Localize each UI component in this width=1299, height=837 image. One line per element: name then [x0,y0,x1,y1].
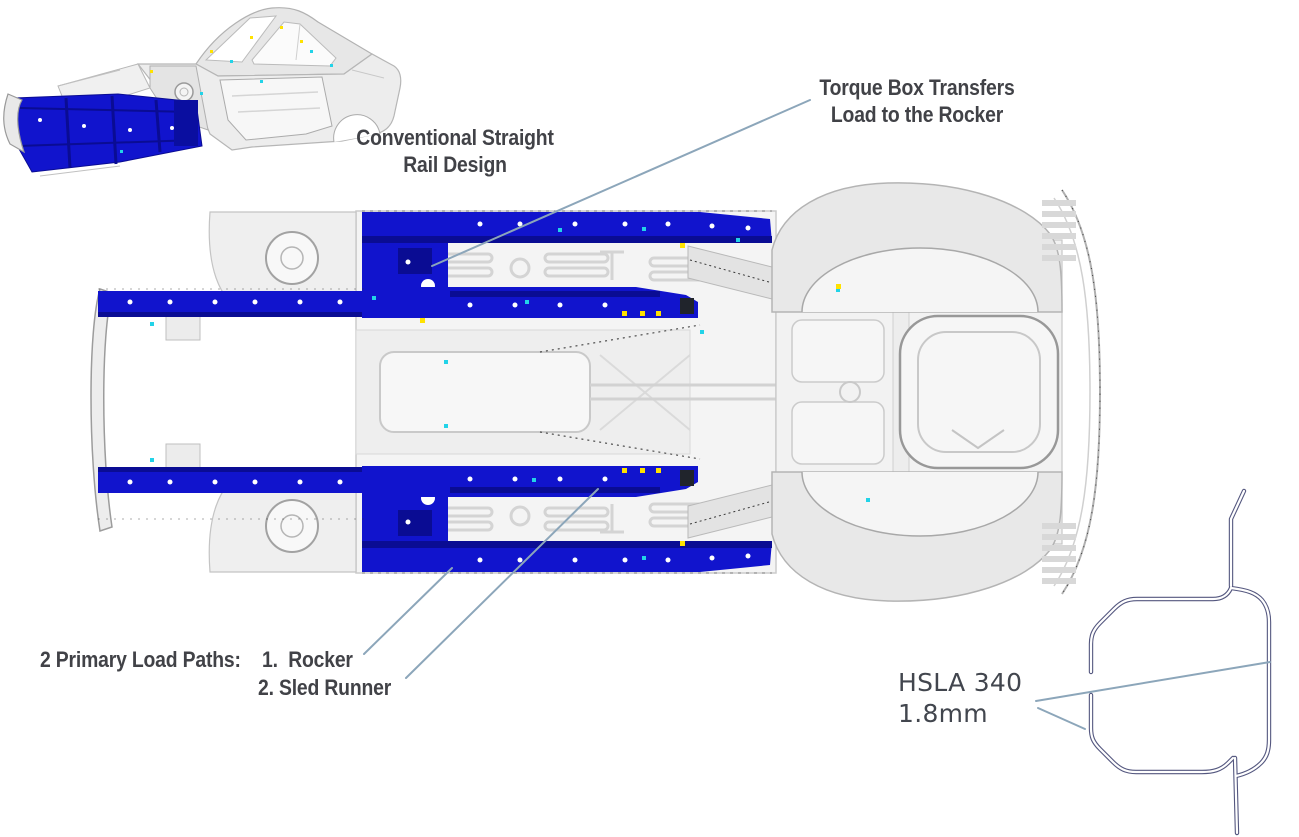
torque-box-leader-line [431,99,811,267]
material-grade: HSLA 340 [898,668,1023,697]
load-paths-heading: 2 Primary Load Paths: [40,647,241,672]
material-callout: HSLA 340 1.8mm [898,667,1022,729]
weld-dots-inset [120,26,333,153]
material-thickness: 1.8mm [898,699,988,728]
rear-fascia [1042,189,1102,595]
load-paths-item-rocker: 1. Rocker [262,647,353,672]
front-wheel-bays [165,211,357,573]
front-rail-lower [98,467,364,493]
load-paths-item-sled-runner: 2. Sled Runner [258,675,392,700]
spare-tire-well [898,314,1060,470]
front-bumper-beam [90,288,113,532]
sled-runner-lower [362,466,698,497]
inset-caption-line1: Conventional Straight [356,125,554,150]
rocker-lower [362,541,772,572]
front-rail-upper [98,291,364,317]
material-leader-line-lower [1037,707,1086,730]
sled-runner-leader-line [405,488,599,679]
sled-runner-upper [362,287,698,318]
load-path-highlights [98,212,772,572]
rocker-upper [362,212,772,243]
biw-3d-inset [3,7,402,177]
inset-caption-line2: Rail Design [403,152,507,177]
material-leader-line-upper [1035,661,1271,702]
weld-dots-underbody [150,227,870,560]
rear-wheel-arches [771,182,1063,602]
rocker-leader-line [363,567,453,655]
torque-box-callout-line1: Torque Box Transfers [819,75,1015,100]
underbody-view [90,182,1102,602]
torque-box-callout: Torque Box Transfers Load to the Rocker [807,74,1027,128]
rocker-section-profile [1088,488,1272,836]
biw-front-rails-highlight [13,93,203,173]
inset-caption: Conventional Straight Rail Design [345,124,565,178]
torque-box-callout-line2: Load to the Rocker [830,102,1004,127]
